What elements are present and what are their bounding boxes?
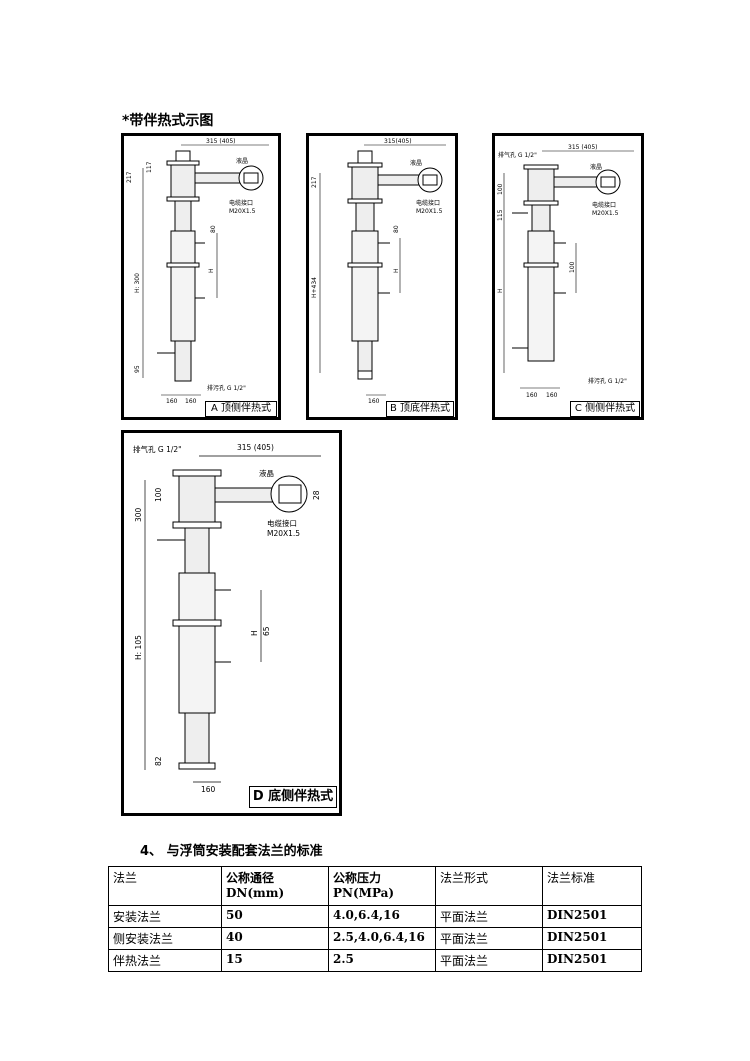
table-row: 安装法兰 50 4.0,6.4,16 平面法兰 DIN2501 [108, 905, 642, 928]
fig-c-dim-100: 100 [497, 183, 504, 195]
table-cell: 平面法兰 [435, 905, 543, 928]
flange-table: 法兰 公称通径 DN(mm) 公称压力 PN(MPa) 法兰形式 法兰标准 安装… [108, 866, 642, 972]
fig-b-dim-160: 160 [368, 398, 380, 405]
header-cell: 公称压力 PN(MPa) [328, 866, 436, 906]
figure-c: 排气孔 G 1/2" 315 (405) 100 115 液晶 电缆接口 M20… [492, 133, 644, 420]
table-row: 侧安装法兰 40 2.5,4.0,6.4,16 平面法兰 DIN2501 [108, 927, 642, 950]
table-cell: 侧安装法兰 [108, 927, 222, 950]
figure-a-drawing: 315 (405) 217 117 液晶 电缆接口 M20X1.5 H: 300… [126, 138, 269, 405]
table-cell: 40 [221, 927, 329, 950]
fig-c-vent: 排气孔 G 1/2" [498, 151, 537, 159]
header-text: 公称压力 PN(MPa) [333, 871, 395, 900]
fig-c-level: 液晶 [590, 163, 602, 171]
figure-d-caption: D 底侧伴热式 [249, 786, 337, 808]
section-heading: *带伴热式示图 [122, 113, 214, 129]
figure-d-drawing: 排气孔 G 1/2" 315 (405) 液晶 100 300 电缆接口 M20… [133, 443, 321, 794]
figure-a: 315 (405) 217 117 液晶 电缆接口 M20X1.5 H: 300… [121, 133, 281, 420]
table-cell: 安装法兰 [108, 905, 222, 928]
fig-c-dim-160a: 160 [526, 392, 538, 399]
fig-b-dim-217: 217 [311, 176, 318, 188]
fig-c-dim-100b: 100 [569, 261, 576, 273]
table-cell: 2.5,4.0,6.4,16 [328, 927, 436, 950]
figure-a-caption: A 顶侧伴热式 [205, 401, 277, 417]
table-cell: 4.0,6.4,16 [328, 905, 436, 928]
fig-c-dim-115: 115 [497, 209, 504, 221]
fig-a-dim-95: 95 [134, 365, 141, 373]
fig-d-dim-h-small: H [250, 630, 259, 636]
fig-d-cable: 电缆接口 [267, 518, 297, 528]
table-cell: 50 [221, 905, 329, 928]
figure-c-drawing: 排气孔 G 1/2" 315 (405) 100 115 液晶 电缆接口 M20… [497, 144, 634, 399]
fig-a-dim-160b: 160 [185, 398, 197, 405]
fig-b-cable-thread: M20X1.5 [416, 208, 443, 215]
table-cell: 平面法兰 [435, 927, 543, 950]
fig-a-dim-h-small: H [208, 268, 215, 273]
fig-a-dim-217: 217 [126, 171, 133, 183]
table-cell: 平面法兰 [435, 949, 543, 972]
fig-d-dim-82: 82 [154, 756, 163, 766]
figure-b-drawing: 315(405) 217 液晶 电缆接口 M20X1.5 H+434 80 H … [311, 138, 446, 405]
fig-b-level: 液晶 [410, 159, 422, 167]
fig-d-dim-300: 300 [134, 507, 143, 522]
fig-a-dim-top: 315 (405) [206, 138, 236, 145]
fig-b-cable: 电缆接口 [416, 199, 440, 207]
header-text: 公称通径 DN(mm) [226, 871, 285, 900]
table-cell: DIN2501 [542, 949, 642, 972]
table-cell: 15 [221, 949, 329, 972]
table-row: 伴热法兰 15 2.5 平面法兰 DIN2501 [108, 949, 642, 972]
fig-a-level: 液晶 [236, 157, 248, 165]
fig-c-dim-160b: 160 [546, 392, 558, 399]
fig-d-dim-160: 160 [201, 785, 216, 794]
table-cell: 2.5 [328, 949, 436, 972]
fig-d-dim-top: 315 (405) [237, 443, 274, 452]
fig-d-vent: 排气孔 G 1/2" [133, 444, 182, 454]
fig-a-dim-80: 80 [210, 225, 217, 233]
fig-d-dim-65: 65 [262, 626, 271, 636]
header-cell: 法兰 [108, 866, 222, 906]
fig-a-vent: 排污孔 G 1/2" [207, 384, 246, 392]
fig-a-cable-thread: M20X1.5 [229, 208, 256, 215]
figure-b-caption: B 顶底伴热式 [386, 401, 454, 417]
table-header-row: 法兰 公称通径 DN(mm) 公称压力 PN(MPa) 法兰形式 法兰标准 [108, 866, 642, 906]
table-cell: DIN2501 [542, 905, 642, 928]
fig-b-dim-h-small: H [393, 268, 400, 273]
fig-c-dim-top: 315 (405) [568, 144, 598, 151]
fig-d-cable-thread: M20X1.5 [267, 529, 300, 538]
fig-c-cable: 电缆接口 [592, 201, 616, 209]
fig-a-dim-h: H: 300 [134, 273, 141, 293]
table-cell: DIN2501 [542, 927, 642, 950]
fig-c-dim-h: H [497, 288, 504, 293]
fig-a-dim-160a: 160 [166, 398, 178, 405]
figure-b: 315(405) 217 液晶 电缆接口 M20X1.5 H+434 80 H … [306, 133, 458, 420]
section-title: 4、 与浮筒安装配套法兰的标准 [140, 844, 323, 859]
figure-d: 排气孔 G 1/2" 315 (405) 液晶 100 300 电缆接口 M20… [121, 430, 342, 816]
fig-c-drain: 排污孔 G 1/2" [588, 377, 627, 385]
fig-d-dim-28: 28 [312, 490, 321, 500]
fig-a-dim-117: 117 [146, 161, 153, 173]
fig-d-dim-h: H: 105 [134, 635, 143, 660]
header-cell: 公称通径 DN(mm) [221, 866, 329, 906]
fig-c-cable-thread: M20X1.5 [592, 210, 619, 217]
fig-d-level: 液晶 [259, 468, 274, 478]
fig-b-dim-top: 315(405) [384, 138, 412, 145]
figure-c-caption: C 侧侧伴热式 [570, 401, 640, 417]
header-cell: 法兰形式 [435, 866, 543, 906]
header-cell: 法兰标准 [542, 866, 642, 906]
fig-d-dim-100: 100 [154, 487, 163, 502]
fig-a-cable: 电缆接口 [229, 199, 253, 207]
fig-b-dim-h: H+434 [311, 277, 318, 298]
fig-b-dim-80: 80 [393, 225, 400, 233]
table-cell: 伴热法兰 [108, 949, 222, 972]
